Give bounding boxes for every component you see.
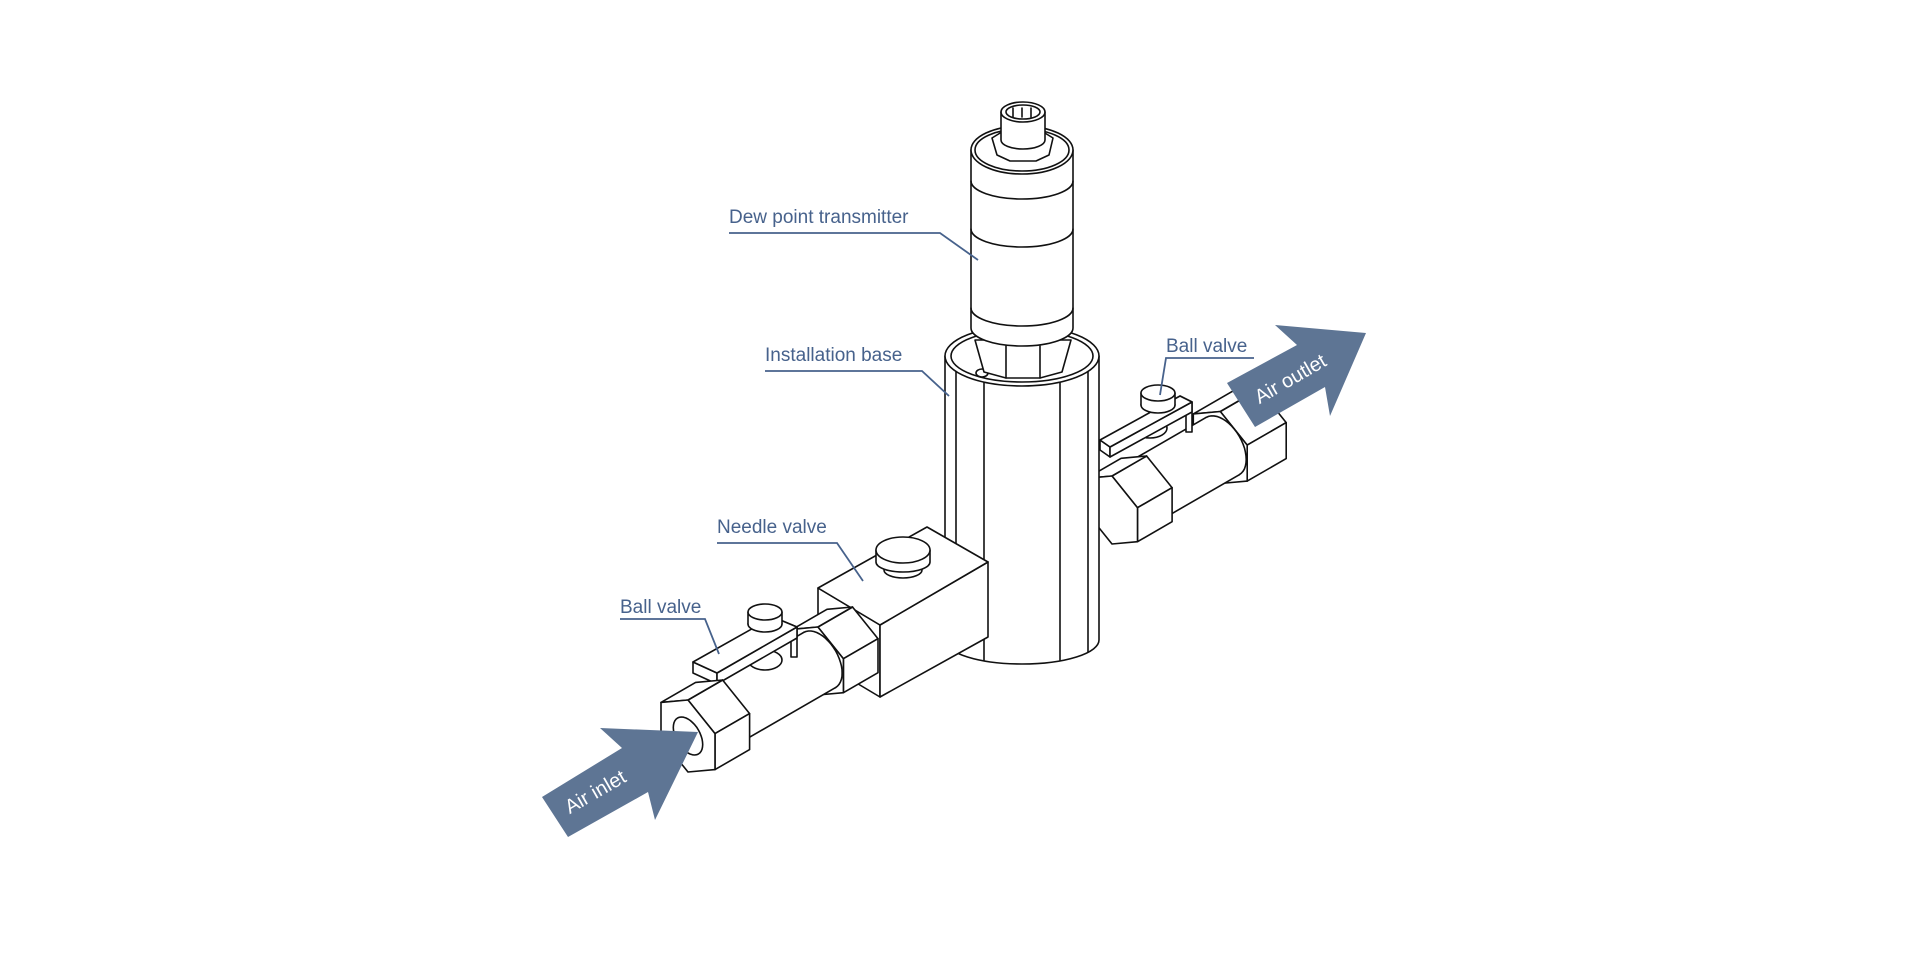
inlet-valve-handle	[692, 603, 798, 685]
label-inlet-ball-valve: Ball valve	[620, 597, 701, 618]
transmitter-band	[970, 307, 1074, 327]
label-outlet-ball-valve: Ball valve	[1166, 336, 1247, 357]
air-inlet-arrow: Air inlet	[542, 728, 698, 837]
leader-line	[765, 370, 950, 397]
needle-knob-top	[875, 536, 931, 564]
leader-line	[1159, 357, 1254, 396]
label-installation-base: Installation base	[765, 345, 902, 366]
dew-point-transmitter	[970, 101, 1074, 379]
outlet-valve-handle	[1099, 384, 1193, 458]
leader-line	[729, 232, 979, 261]
inlet-ball-valve-assembly	[660, 603, 879, 773]
callout-outlet-ball-valve: Ball valve	[1159, 336, 1254, 396]
handle-knob-top	[1140, 384, 1176, 402]
transmitter-body	[970, 149, 1074, 347]
callout-transmitter: Dew point transmitter	[729, 207, 979, 261]
air-outlet-arrow-shape	[1227, 325, 1366, 427]
connector-socket	[1005, 104, 1041, 120]
label-needle-valve: Needle valve	[717, 517, 827, 538]
transmitter-band	[970, 228, 1074, 248]
leader-line	[717, 542, 864, 582]
callout-needle-valve: Needle valve	[717, 517, 864, 582]
transmitter-band	[970, 180, 1074, 200]
callout-base: Installation base	[765, 345, 950, 397]
cylinder-edge	[737, 686, 837, 745]
label-dew-point-transmitter: Dew point transmitter	[729, 207, 909, 228]
cylinder-edge	[1162, 473, 1241, 520]
cylinder-edge	[1129, 416, 1208, 463]
air-outlet-arrow: Air outlet	[1227, 325, 1366, 427]
leader-line	[620, 618, 720, 655]
air-inlet-arrow-shape	[542, 728, 698, 837]
handle-knob-top	[747, 603, 783, 621]
callout-inlet-ball-valve: Ball valve	[620, 597, 720, 655]
